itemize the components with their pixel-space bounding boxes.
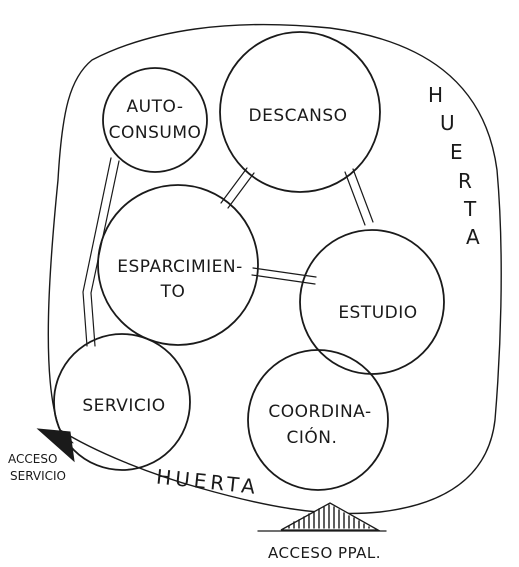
site-boundary <box>47 23 502 515</box>
connector-descanso-estudio <box>344 168 374 226</box>
label-autoconsumo-1: AUTO- <box>127 97 184 117</box>
label-acceso-servicio-2: SERVICIO <box>10 469 66 483</box>
label-estudio: ESTUDIO <box>338 303 417 323</box>
label-acceso-ppal: ACCESO PPAL. <box>268 544 381 562</box>
label-descanso: DESCANSO <box>248 106 347 126</box>
label-esparcimiento-2: TO <box>160 282 186 302</box>
service-access-marker: ACCESO SERVICIO <box>8 428 75 483</box>
connectors <box>82 157 374 347</box>
bubble-servicio <box>53 333 191 471</box>
connector-autoconsumo-servicio <box>82 157 120 347</box>
bubble-esparcimiento <box>97 184 259 346</box>
label-servicio: SERVICIO <box>82 396 165 416</box>
zone-letter-4: R <box>458 169 476 193</box>
label-acceso-servicio-1: ACCESO <box>8 452 57 466</box>
zone-label-huerta-vertical: H U E R T A <box>428 83 484 249</box>
zone-letter-2: U <box>440 111 459 135</box>
main-access-hatch <box>288 504 370 529</box>
bubbles <box>53 31 445 491</box>
zone-letter-3: E <box>450 140 467 164</box>
zone-letter-1: H <box>428 83 447 107</box>
connector-descanso-esparcimiento <box>220 167 255 209</box>
label-esparcimiento-1: ESPARCIMIEN- <box>117 257 242 277</box>
label-coordinacion-1: COORDINA- <box>268 402 371 422</box>
service-access-arrow-icon <box>36 428 75 463</box>
bubble-coordinacion <box>247 349 389 491</box>
zone-label-huerta-bottom: HUERTA <box>155 464 260 499</box>
bubble-descanso <box>219 31 381 193</box>
bubble-labels: AUTO- CONSUMO DESCANSO ESPARCIMIEN- TO E… <box>82 97 417 448</box>
zone-letter-5: T <box>463 197 480 221</box>
main-access-marker: ACCESO PPAL. <box>257 502 387 562</box>
service-access-hatch <box>45 431 74 457</box>
bubble-estudio <box>299 229 445 375</box>
label-coordinacion-2: CIÓN. <box>287 426 338 448</box>
bubble-autoconsumo <box>102 67 208 173</box>
zone-letter-6: A <box>466 225 484 249</box>
label-autoconsumo-2: CONSUMO <box>109 123 202 143</box>
